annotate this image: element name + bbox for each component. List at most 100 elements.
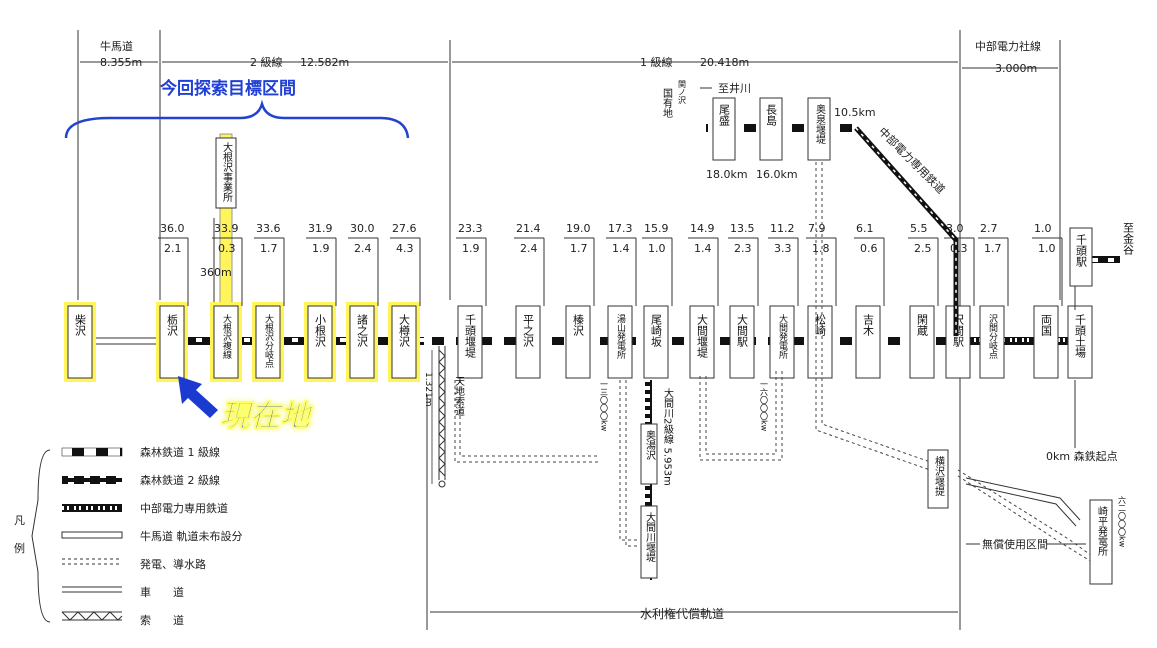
section-1st-length: 20.418m (700, 56, 749, 69)
section-cattle-length: 8.355m (100, 56, 142, 69)
station-box (643, 305, 669, 379)
section-cattle-label: 牛馬道 (100, 39, 133, 53)
kokuyuchi-label: 国有地 (661, 88, 673, 118)
station-dist: 2.1 (164, 242, 182, 255)
legend-title-1: 凡 (14, 514, 25, 527)
sekizawa-label: 関ノ沢 (678, 80, 687, 105)
section-2nd-label: 2 級線 (250, 55, 283, 69)
station-box (909, 305, 935, 379)
station-km: 15.9 (644, 222, 669, 235)
station-name: 閑蔵 (916, 314, 929, 337)
station-dist: 1.7 (570, 242, 588, 255)
station-box (391, 305, 417, 379)
station-km: 6.1 (856, 222, 874, 235)
station-dist: 1.7 (260, 242, 278, 255)
station-name: 柴沢 (74, 313, 87, 337)
station-box (729, 305, 755, 379)
osawa-dist: 18.0km (706, 168, 748, 181)
to-kanaya-label: 至金谷 (1122, 222, 1135, 256)
station-name: 尾崎坂 (650, 314, 663, 348)
legend: 凡 例 森林鉄道 1 級線 森林鉄道 2 級線 中部電力専用鉄道 牛馬道 軌道未… (14, 445, 243, 627)
station-dist: 3.3 (774, 242, 792, 255)
station-dist: 0.3 (218, 242, 236, 255)
station-box (1067, 305, 1093, 379)
station-name: 大間駅 (736, 313, 749, 348)
station-km: 14.9 (690, 222, 715, 235)
omakawa-dam: 大間川堰堤 (644, 511, 656, 563)
station-km: 31.9 (308, 222, 333, 235)
station-dist: 1.9 (462, 242, 480, 255)
station-dist: 2.3 (734, 242, 752, 255)
legend-title-2: 例 (14, 541, 25, 555)
station-name: 大樽沢 (398, 313, 411, 348)
sakihira-kw: 六二〇〇〇kw (1118, 495, 1127, 548)
legend-item-6: 車 道 (140, 585, 184, 599)
nagashima-station: 長島 (765, 104, 778, 127)
station-box (213, 305, 239, 379)
station-dist: 2.4 (354, 242, 372, 255)
station-box (807, 305, 833, 379)
station-km: 1.0 (1034, 222, 1052, 235)
station-box (979, 305, 1005, 379)
station-km: 13.5 (730, 222, 755, 235)
station-km: 33.6 (256, 222, 281, 235)
station-box (349, 305, 375, 379)
station-box (565, 305, 591, 379)
section-2nd-length: 12.582m (300, 56, 349, 69)
station-dist: 1.8 (812, 242, 830, 255)
station-box (607, 305, 633, 379)
station-name: 大間堰堤 (696, 313, 709, 358)
station-dist: 0.6 (860, 242, 878, 255)
station-dist: 1.0 (1038, 242, 1056, 255)
sakihira-station: 崎平発電所 (1096, 505, 1108, 557)
to-igawa-label: 至井川 (718, 81, 751, 95)
station-name: 諸之沢 (356, 313, 369, 348)
station-name: 吉木 (862, 314, 875, 337)
station-dist: 0.3 (950, 242, 968, 255)
station-box (855, 305, 881, 379)
section-dividers (77, 30, 1061, 630)
legend-item-5: 発電、導水路 (140, 557, 206, 571)
legend-item-7: 索 道 (140, 613, 184, 627)
target-brace (64, 99, 410, 139)
station-dist: 1.4 (694, 242, 712, 255)
station-dist: 1.9 (312, 242, 330, 255)
oma-kw: 一六〇〇〇kw (760, 380, 769, 432)
kanaya-track (1090, 256, 1120, 263)
station-km: 30.0 (350, 222, 375, 235)
road-lines (965, 477, 1081, 527)
station-name: 湯山発電所 (615, 314, 626, 360)
station-box (67, 305, 93, 379)
station-km: 36.0 (160, 222, 185, 235)
nagashima-dist: 16.0km (756, 168, 798, 181)
tenchi-length: 1.321m (423, 372, 433, 407)
legend-item-3: 中部電力専用鉄道 (140, 501, 228, 515)
station-name: 平之沢 (522, 314, 535, 348)
ropeway-zigzag (438, 349, 446, 477)
power-lines (454, 162, 1093, 563)
station-name: 両国 (1040, 314, 1053, 337)
station-box (515, 305, 541, 379)
okuizumi-station: 奥泉堰堤 (814, 103, 826, 145)
osawa-station: 尾盛 (718, 104, 731, 126)
station-name: 沢間分岐点 (987, 313, 998, 360)
station-name: 千頭堰堤 (464, 314, 477, 358)
station-name: 千頭土場 (1074, 314, 1087, 359)
omakawa-line-label: 大間川2級線 5.953m (662, 387, 674, 486)
station-box (1033, 305, 1059, 379)
station-box (689, 305, 715, 379)
station-km: 33.9 (214, 222, 239, 235)
station-name: 大間発電所 (777, 313, 788, 360)
station-name: 大根沢分岐点 (263, 313, 274, 369)
station-name: 松崎 (814, 313, 827, 336)
legend-item-2: 森林鉄道 2 級線 (140, 473, 220, 487)
compensation-label: 水利権代償軌道 (640, 606, 724, 621)
station-km: 17.3 (608, 222, 633, 235)
station-dist: 1.0 (648, 242, 666, 255)
station-km: 5.5 (910, 222, 928, 235)
section-1st-label: 1 級線 (640, 55, 673, 69)
current-location-label: 現在地 (220, 399, 314, 434)
yokosawa-dam: 横沢堰提 (933, 455, 945, 497)
office-label: 大根沢事業所 (221, 141, 233, 203)
